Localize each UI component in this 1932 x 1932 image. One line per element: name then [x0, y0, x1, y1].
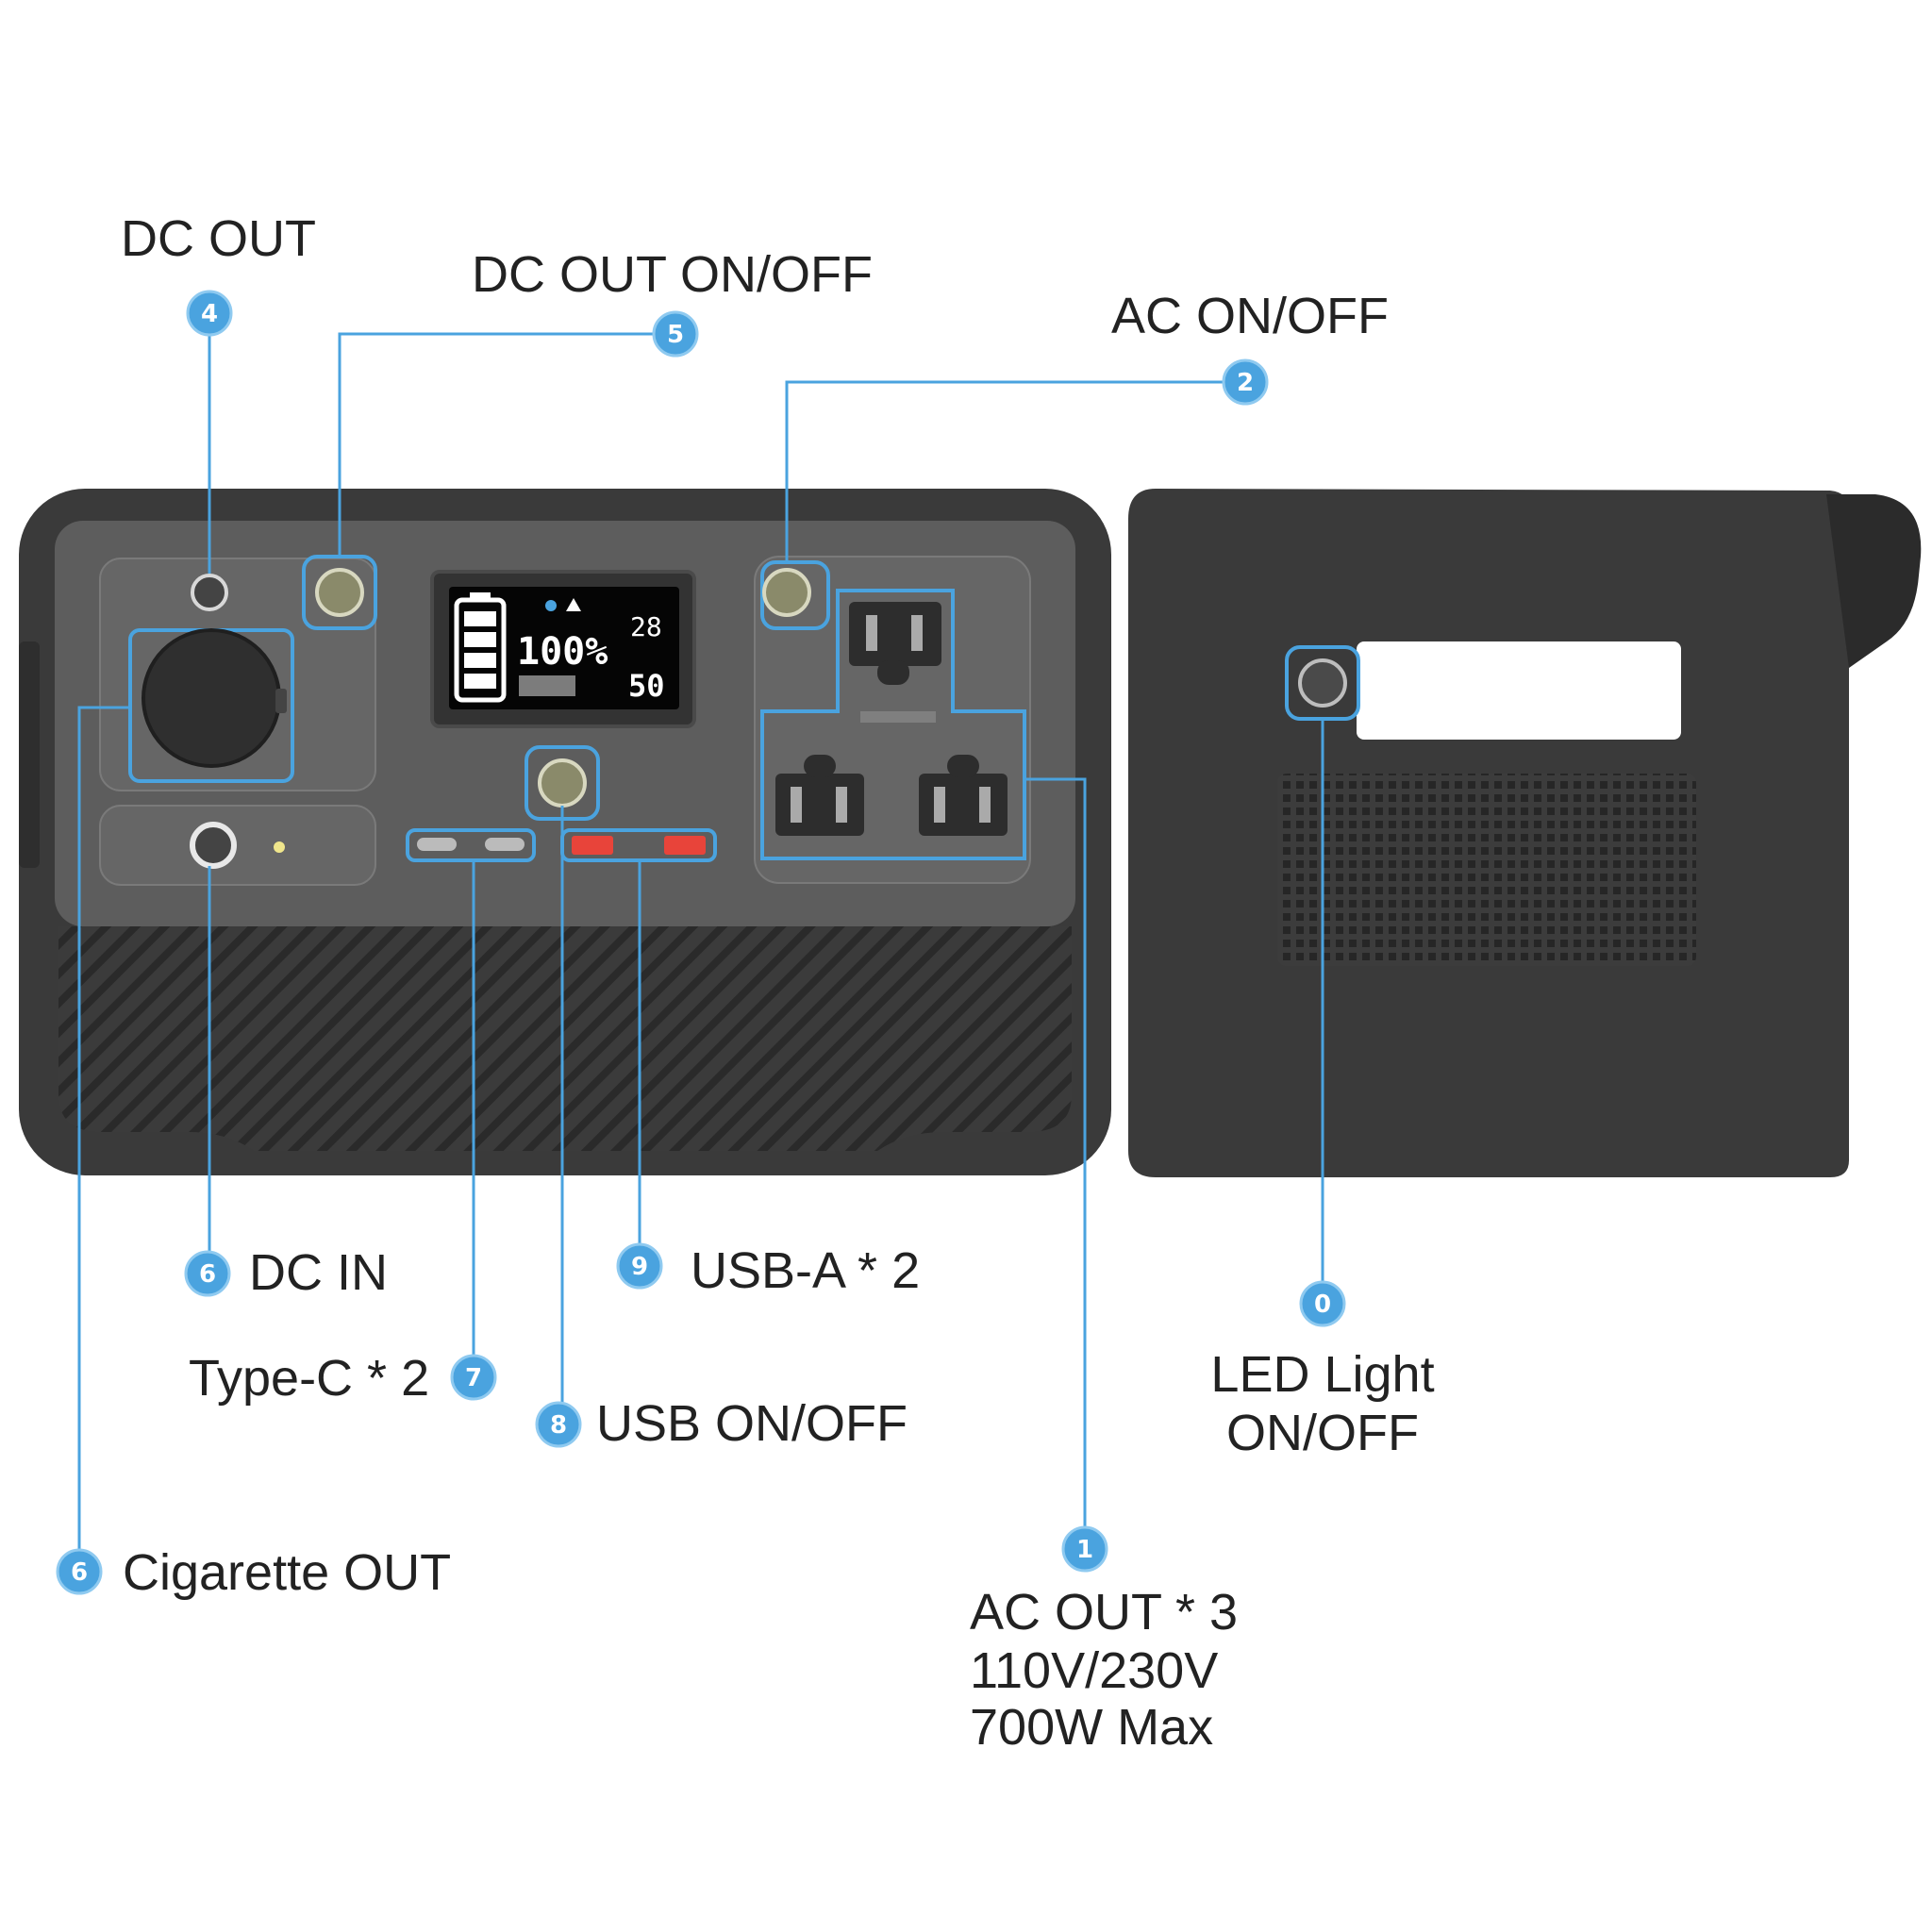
svg-text:7: 7 — [465, 1364, 482, 1392]
ac-switch-highlight — [760, 560, 830, 630]
lcd-battery-percent: 100% — [517, 630, 608, 674]
dc-out-port[interactable] — [191, 574, 228, 611]
svg-text:5: 5 — [667, 321, 684, 349]
ac-outlet-3[interactable] — [919, 755, 1008, 836]
label-dc-out: DC OUT — [121, 210, 316, 267]
left-handle-recess — [19, 641, 40, 868]
marker-type-c: 7 — [450, 1354, 497, 1401]
leader-line-ac-out — [1024, 777, 1087, 1528]
leader-line-cigarette-out — [77, 706, 130, 1566]
svg-text:8: 8 — [550, 1411, 567, 1440]
side-view — [1128, 489, 1922, 1177]
leader-lines — [77, 315, 1324, 1566]
label-usb-switch: USB ON/OFF — [596, 1395, 908, 1452]
ac-rating-text-plate — [860, 711, 936, 723]
label-cigarette-out: Cigarette OUT — [123, 1544, 452, 1601]
lcd-readout-bottom: 50 — [628, 668, 665, 704]
usb-switch-button[interactable] — [538, 758, 587, 808]
side-vent-mesh — [1277, 774, 1696, 966]
lcd-battery-icon — [454, 592, 507, 703]
marker-dc-out-switch: 5 — [652, 310, 699, 358]
svg-text:4: 4 — [201, 300, 218, 328]
svg-text:2: 2 — [1237, 369, 1254, 397]
marker-led-light: 0 — [1299, 1280, 1346, 1327]
ac-outlets-highlight — [760, 589, 1026, 860]
lcd-small-segments — [519, 675, 575, 696]
type-c-highlight — [406, 828, 536, 862]
marker-usb-switch: 8 — [535, 1401, 582, 1448]
label-led-line2: ON/OFF — [1226, 1405, 1419, 1461]
front-view: 100% 28 50 — [19, 489, 1111, 1175]
svg-text:9: 9 — [631, 1253, 648, 1281]
leader-line-ac-switch — [785, 380, 1245, 562]
label-usb-a: USB-A * 2 — [691, 1242, 921, 1299]
label-ac-out-line1: AC OUT * 3 — [970, 1584, 1239, 1641]
cigarette-cap-hinge — [275, 689, 287, 713]
cigarette-socket[interactable] — [142, 628, 281, 768]
svg-text:1: 1 — [1076, 1536, 1093, 1564]
marker-ac-out: 1 — [1061, 1525, 1108, 1573]
svg-text:6: 6 — [199, 1260, 216, 1289]
lcd-readout-top: 28 — [630, 611, 662, 642]
led-light-panel — [1357, 641, 1681, 740]
label-ac-out-line2: 110V/230V — [970, 1642, 1219, 1699]
usb-a-port-2[interactable] — [664, 836, 706, 855]
dc-in-indicator — [274, 841, 285, 853]
front-vent-grille — [58, 926, 1072, 1151]
label-ac-switch: AC ON/OFF — [1111, 288, 1389, 344]
ac-outlet-1[interactable] — [849, 602, 941, 685]
label-ac-out-line3: 700W Max — [970, 1699, 1214, 1756]
marker-usb-a: 9 — [616, 1242, 663, 1290]
marker-cigarette-out: 6 — [56, 1548, 103, 1595]
marker-ac-switch: 2 — [1222, 358, 1269, 406]
dc-in-port[interactable] — [190, 822, 237, 869]
dc-out-switch-button[interactable] — [315, 568, 364, 617]
label-dc-in: DC IN — [249, 1244, 388, 1301]
type-c-port-1[interactable] — [417, 838, 457, 851]
type-c-port-2[interactable] — [485, 838, 525, 851]
lcd-wifi-icon — [545, 600, 557, 611]
svg-text:0: 0 — [1314, 1291, 1331, 1319]
label-dc-out-switch: DC OUT ON/OFF — [472, 246, 873, 303]
label-led-line1: LED Light — [1210, 1346, 1435, 1403]
marker-dc-out: 4 — [186, 290, 233, 337]
leader-line-dc-out-switch — [338, 332, 675, 557]
side-handle — [1826, 494, 1922, 668]
lcd-screen — [449, 587, 679, 709]
ac-outlet-2[interactable] — [775, 755, 864, 836]
lcd-warning-icon — [566, 598, 581, 611]
svg-text:6: 6 — [71, 1558, 88, 1587]
led-switch-button[interactable] — [1298, 658, 1347, 708]
dc-in-panel — [99, 805, 376, 886]
ac-switch-button[interactable] — [762, 568, 811, 617]
marker-dc-in: 6 — [184, 1250, 231, 1297]
label-type-c: Type-C * 2 — [189, 1350, 430, 1407]
usb-a-port-1[interactable] — [572, 836, 613, 855]
